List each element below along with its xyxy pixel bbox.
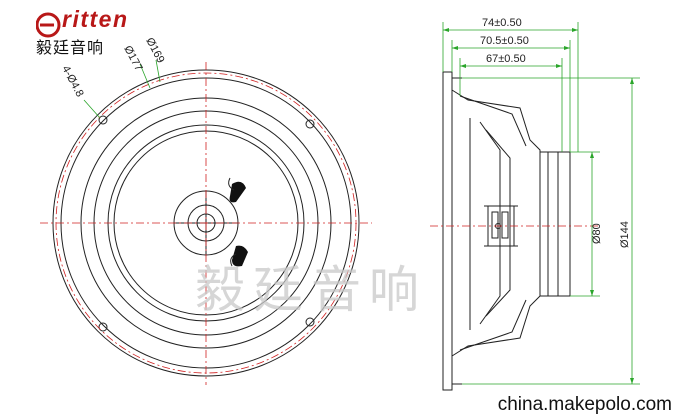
width-inner-label: 67±0.50 <box>486 53 526 65</box>
frame-diameter-label: Ø144 <box>619 221 631 248</box>
magnet-diameter-label: Ø80 <box>591 223 603 244</box>
basket-profile <box>451 89 541 357</box>
mount-hole <box>305 119 315 129</box>
site-url: china.makepolo.com <box>497 394 672 415</box>
terminals <box>228 177 248 267</box>
mount-hole <box>305 317 315 327</box>
logo-e-icon <box>36 12 61 38</box>
dimension-arrows <box>443 28 634 384</box>
logo-chinese-text: 毅廷音响 <box>36 38 105 57</box>
inner-dimension-label: Ø169 <box>143 36 166 65</box>
width-total-label: 74±0.50 <box>482 17 522 29</box>
outer-dimension-label: Ø177 <box>121 44 144 73</box>
front-dim-leaders <box>83 59 161 119</box>
flange <box>442 71 453 391</box>
mount-hole <box>98 115 108 125</box>
hole-dimension-label: 4-Ø4.8 <box>59 64 85 99</box>
magnet <box>539 151 571 297</box>
watermark-text: 毅廷音响 <box>195 261 427 319</box>
logo-brand-text: ritten <box>62 6 129 32</box>
side-view <box>442 71 571 391</box>
front-center-lines <box>40 62 372 385</box>
width-mid-label: 70.5±0.50 <box>480 35 529 47</box>
side-dimensions <box>442 22 640 385</box>
mount-hole <box>98 322 108 332</box>
